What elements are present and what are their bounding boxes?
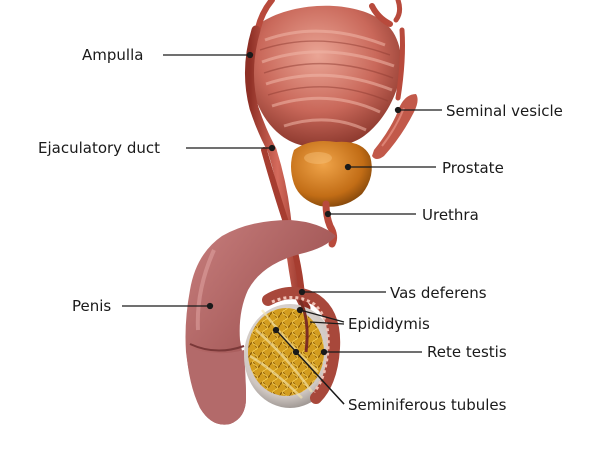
prostate-shape (291, 141, 372, 207)
urethra-dot (324, 210, 332, 218)
urethra-shape (322, 200, 338, 248)
rete-testis-dot (320, 348, 328, 356)
epididymis-label: Epididymis (348, 315, 430, 333)
ampulla-dot (246, 51, 254, 59)
prostate-dot (344, 163, 352, 171)
seminiferous-tubules-dot-a (272, 326, 280, 334)
ejaculatory-duct-label: Ejaculatory duct (38, 139, 160, 157)
epididymis-leader-b (309, 321, 345, 325)
urethra-label: Urethra (422, 206, 479, 224)
ejaculatory-duct-dot (268, 144, 276, 152)
penis-shape (185, 220, 336, 425)
ureter-shape (255, 0, 403, 31)
ampulla-label: Ampulla (82, 46, 144, 64)
seminal-vesicle-label: Seminal vesicle (446, 102, 563, 120)
penis-dot (206, 302, 214, 310)
epididymis-shape (262, 287, 341, 404)
vas-deferens-dot (298, 288, 306, 296)
penis-label: Penis (72, 297, 112, 315)
seminiferous-tubules-leader-b (295, 351, 345, 405)
vas-deferens-label: Vas deferens (390, 284, 487, 302)
seminal-vesicle-dot (394, 106, 402, 114)
testis-shape (244, 304, 336, 408)
seminiferous-tubules-dot-b (292, 348, 300, 356)
leader-lines (122, 51, 442, 405)
prostate-label: Prostate (442, 159, 504, 177)
bladder-shape (249, 5, 402, 148)
epididymis-leader-a (299, 309, 345, 323)
seminiferous-tubules-label: Seminiferous tubules (348, 396, 507, 414)
rete-testis-label: Rete testis (427, 343, 507, 361)
epididymis-dot (296, 306, 304, 314)
